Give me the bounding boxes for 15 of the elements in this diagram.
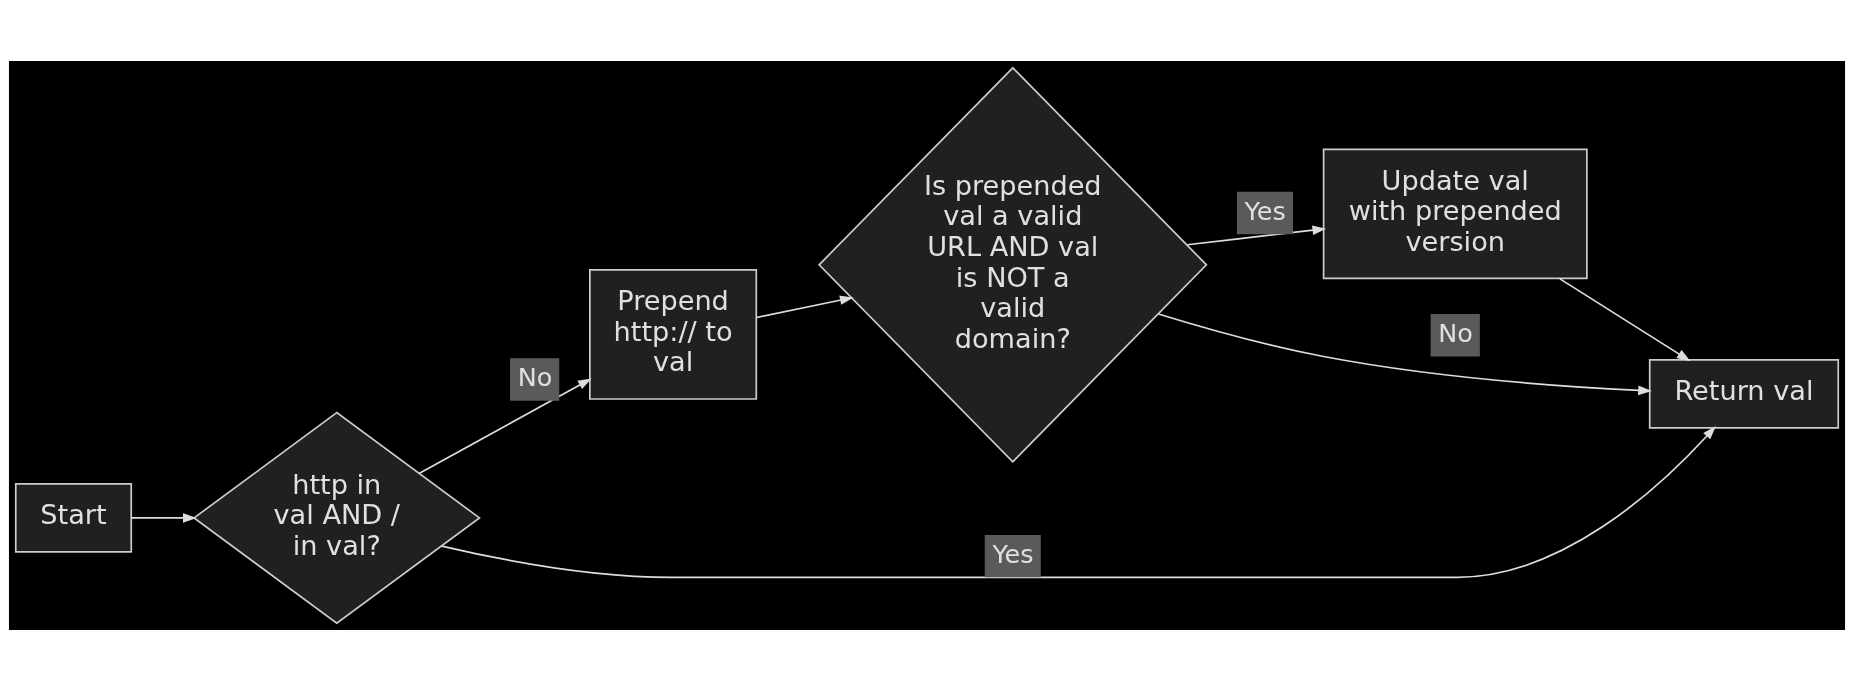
node-diamond: http in val AND / in val? — [192, 411, 481, 625]
arrow — [755, 295, 854, 319]
arrow — [1559, 278, 1691, 362]
node-diamond: Is prepended val a valid URL AND val is NOT a valid domain? — [817, 66, 1208, 464]
arrow — [1186, 225, 1327, 246]
node-box: Start — [14, 483, 133, 553]
node-box: Prepend http:// to val — [589, 269, 758, 400]
edge-label: No — [517, 362, 553, 393]
node-box: Return val — [1648, 359, 1840, 429]
edge-label: Yes — [992, 538, 1034, 569]
edge-label: No — [1438, 318, 1473, 349]
node-box: Update val with prepended version — [1322, 148, 1588, 280]
arrow — [418, 378, 592, 475]
edge-label: Yes — [1244, 195, 1286, 226]
arrow — [130, 513, 197, 523]
